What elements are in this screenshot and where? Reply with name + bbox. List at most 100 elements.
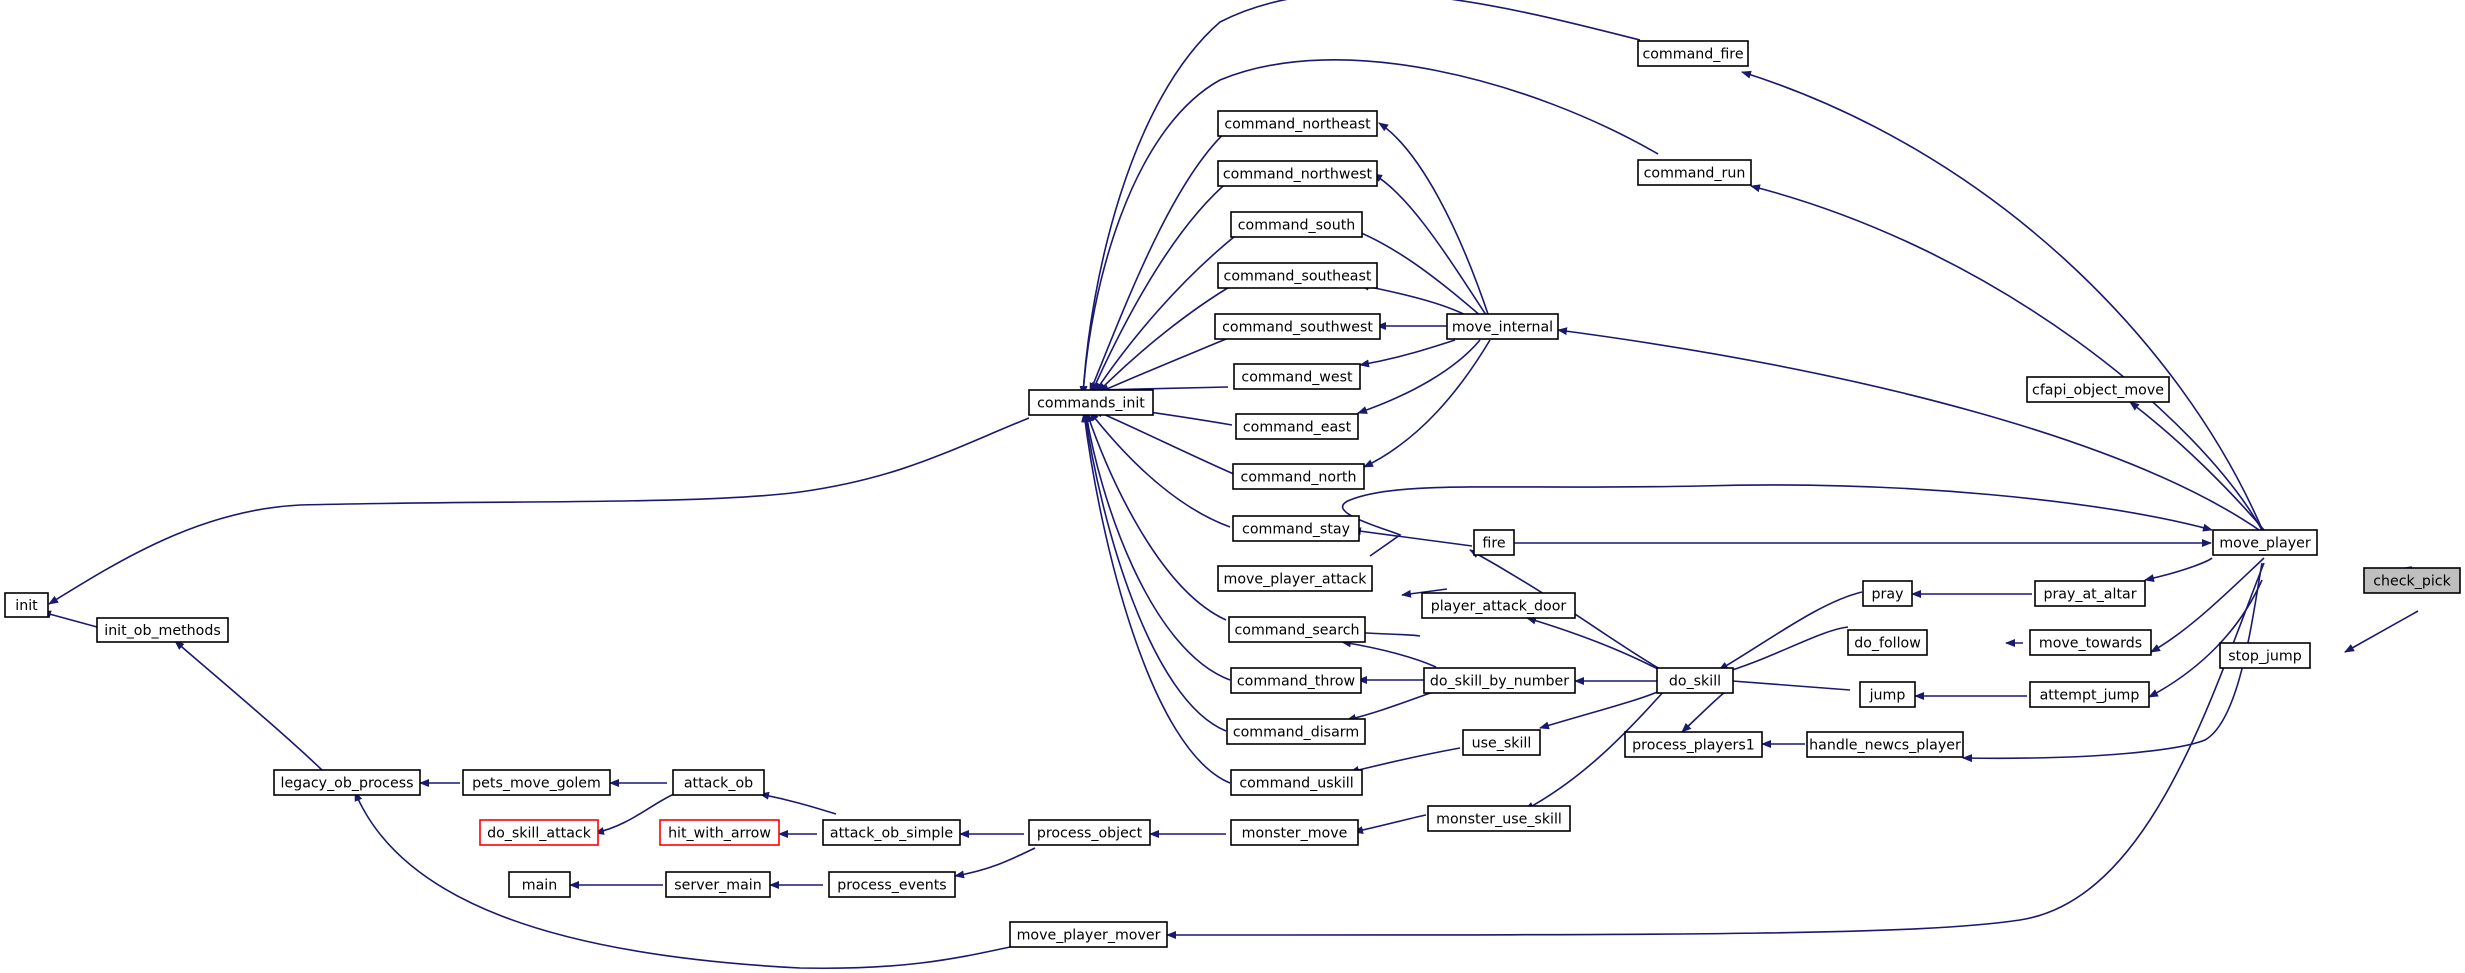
node-handle-newcs-player[interactable]: handle_newcs_player <box>1806 731 1964 758</box>
node-fire[interactable]: fire <box>1473 529 1515 556</box>
node-move-player-attack[interactable]: move_player_attack <box>1217 565 1373 592</box>
node-box <box>1462 729 1541 756</box>
node-process-players1[interactable]: process_players1 <box>1624 731 1763 758</box>
node-do-skill-attack[interactable]: do_skill_attack <box>479 819 599 846</box>
node-hit-with-arrow[interactable]: hit_with_arrow <box>659 819 780 846</box>
node-box <box>1226 718 1366 745</box>
node-player-attack-door[interactable]: player_attack_door <box>1421 592 1576 619</box>
node-label: command_west <box>1241 370 1353 386</box>
node-label: command_northwest <box>1223 167 1373 183</box>
edge <box>1094 231 1241 393</box>
node-label: move_player <box>2219 536 2310 552</box>
node-label: move_player_mover <box>1017 928 1161 944</box>
node-move-internal[interactable]: move_internal <box>1446 313 1559 340</box>
node-box <box>2029 629 2152 656</box>
node-box <box>1473 529 1515 556</box>
node-label: process_players1 <box>1632 738 1755 754</box>
edge <box>1524 689 1666 811</box>
node-use-skill[interactable]: use_skill <box>1462 729 1541 756</box>
node-command-uskill[interactable]: command_uskill <box>1230 769 1363 796</box>
node-init[interactable]: init <box>4 592 49 618</box>
node-command-stay[interactable]: command_stay <box>1232 515 1360 542</box>
node-box <box>1217 262 1378 289</box>
edge <box>1750 184 2263 531</box>
node-pray-at-altar[interactable]: pray_at_altar <box>2034 580 2146 607</box>
node-commands-init[interactable]: commands_init <box>1028 389 1154 416</box>
edge <box>1962 562 2263 763</box>
node-label: command_south <box>1238 218 1356 234</box>
node-move-towards[interactable]: move_towards <box>2029 629 2152 656</box>
node-do-skill[interactable]: do_skill <box>1656 667 1734 694</box>
node-command-southwest[interactable]: command_southwest <box>1214 313 1381 340</box>
node-pets-move-golem[interactable]: pets_move_golem <box>462 769 611 796</box>
node-init-ob-methods[interactable]: init_ob_methods <box>96 617 229 643</box>
node-command-east[interactable]: command_east <box>1235 413 1359 440</box>
node-monster-use-skill[interactable]: monster_use_skill <box>1427 805 1571 832</box>
node-process-events[interactable]: process_events <box>828 871 956 898</box>
node-box <box>1217 110 1378 137</box>
node-command-southeast[interactable]: command_southeast <box>1217 262 1378 289</box>
node-legacy-ob-process[interactable]: legacy_ob_process <box>273 769 421 796</box>
edge <box>1351 527 1473 547</box>
node-command-south[interactable]: command_south <box>1230 211 1363 238</box>
node-check-pick[interactable]: check_pick <box>2363 567 2461 594</box>
node-box <box>1230 769 1363 796</box>
node-label: do_follow <box>1854 636 1921 652</box>
node-monster-move[interactable]: monster_move <box>1230 819 1359 846</box>
node-label: monster_move <box>1242 826 1348 842</box>
node-command-northwest[interactable]: command_northwest <box>1217 160 1378 187</box>
node-command-northeast[interactable]: command_northeast <box>1217 110 1378 137</box>
edge <box>1086 412 1227 621</box>
node-label: attack_ob_simple <box>830 826 953 842</box>
edge <box>1353 814 1427 834</box>
node-box <box>1028 389 1154 416</box>
node-main[interactable]: main <box>508 871 571 898</box>
node-move-player[interactable]: move_player <box>2212 529 2318 556</box>
node-box <box>1217 160 1378 187</box>
node-command-run[interactable]: command_run <box>1637 159 1752 186</box>
node-box <box>1228 616 1366 643</box>
node-jump[interactable]: jump <box>1859 681 1916 708</box>
node-command-north[interactable]: command_north <box>1232 463 1365 490</box>
node-command-search[interactable]: command_search <box>1228 616 1366 643</box>
node-command-west[interactable]: command_west <box>1233 363 1361 390</box>
edge <box>1079 59 1659 396</box>
edge <box>1357 339 1481 414</box>
edge <box>1097 282 1237 393</box>
node-do-follow[interactable]: do_follow <box>1847 629 1928 656</box>
edge <box>1099 333 1239 393</box>
node-command-fire[interactable]: command_fire <box>1637 40 1749 67</box>
node-stop-jump[interactable]: stop_jump <box>2219 642 2311 669</box>
edge <box>1359 339 1456 368</box>
edge <box>954 847 1036 879</box>
edge <box>759 791 837 815</box>
node-label: command_throw <box>1237 674 1355 690</box>
node-process-object[interactable]: process_object <box>1028 819 1151 846</box>
node-label: monster_use_skill <box>1436 812 1562 828</box>
node-box <box>1009 921 1168 948</box>
node-box <box>2212 529 2318 556</box>
node-label: command_run <box>1644 166 1746 182</box>
node-attempt-jump[interactable]: attempt_jump <box>2029 681 2150 708</box>
edge <box>1341 484 2213 557</box>
node-attack-ob[interactable]: attack_ob <box>672 769 765 796</box>
node-label: attempt_jump <box>2040 688 2140 704</box>
node-box <box>828 871 956 898</box>
node-move-player-mover[interactable]: move_player_mover <box>1009 921 1168 948</box>
node-cfapi-object-move[interactable]: cfapi_object_move <box>2026 376 2170 403</box>
edge <box>1093 409 1237 476</box>
node-command-disarm[interactable]: command_disarm <box>1226 718 1366 745</box>
edge <box>2144 557 2213 582</box>
node-attack-ob-simple[interactable]: attack_ob_simple <box>822 819 961 846</box>
node-box <box>2363 567 2461 594</box>
edge <box>1526 616 1661 671</box>
node-command-throw[interactable]: command_throw <box>1230 667 1362 694</box>
edge <box>1091 179 1231 393</box>
node-label: do_skill_by_number <box>1430 674 1569 690</box>
edge <box>2129 401 2265 531</box>
node-server-main[interactable]: server_main <box>665 871 771 898</box>
node-do-skill-by-number[interactable]: do_skill_by_number <box>1423 667 1576 694</box>
node-pray[interactable]: pray <box>1862 580 1913 607</box>
node-box <box>1235 413 1359 440</box>
node-box <box>1806 731 1964 758</box>
